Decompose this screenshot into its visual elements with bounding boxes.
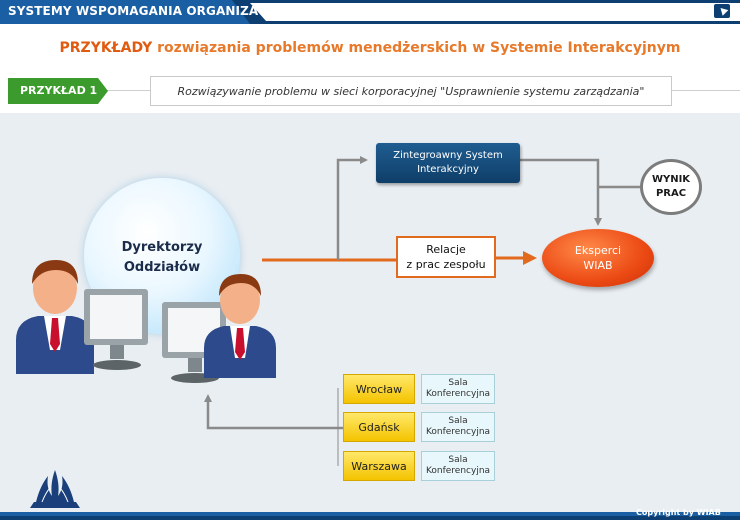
example-subtitle: Rozwiązywanie problemu w sieci korporacy…: [150, 76, 672, 106]
person-icon: [204, 274, 276, 378]
room-line2: Konferencyjna: [425, 466, 491, 476]
integrated-system-line2: Interakcyjny: [417, 164, 479, 175]
city-box: Gdańsk: [343, 412, 415, 442]
header-right-strip: [250, 3, 740, 21]
room-line2: Konferencyjna: [425, 389, 491, 399]
room-line1: Sala: [448, 455, 468, 465]
room-line1: Sala: [448, 416, 468, 426]
relations-line2: z prac zespołu: [406, 258, 486, 271]
result-circle: WYNIK PRAC: [640, 159, 702, 215]
relations-line1: Relacje: [426, 243, 466, 256]
directors-label-line2: Oddziałów: [123, 260, 201, 275]
relations-box: Relacje z prac zespołu: [396, 236, 496, 278]
page-title-rest: rozwiązania problemów menedżerskich w Sy…: [152, 40, 681, 56]
conference-room-box: Sala Konferencyjna: [421, 412, 495, 442]
header-bar: SYSTEMY WSPOMAGANIA ORGANIZACJI: [0, 0, 740, 24]
result-line2: PRAC: [655, 188, 687, 199]
room-line1: Sala: [448, 378, 468, 388]
room-line2: Konferencyjna: [425, 427, 491, 437]
example-badge-label: PRZYKŁAD 1: [20, 84, 98, 97]
experts-line2: WIAB: [583, 259, 613, 272]
footer-bar-shadow: [0, 516, 740, 520]
directors-label-line1: Dyrektorzy: [121, 240, 203, 255]
integrated-system-line1: Zintegroawny System: [393, 150, 503, 161]
wiab-logo: [30, 470, 80, 508]
example-badge: PRZYKŁAD 1: [8, 78, 108, 104]
page-title-lead: PRZYKŁADY: [59, 40, 153, 56]
person-icon: [16, 260, 94, 374]
conference-room-box: Sala Konferencyjna: [421, 374, 495, 404]
experts-line1: Eksperci: [574, 244, 622, 257]
copyright-text: Copyright by WIAB: [636, 508, 721, 517]
rooms-to-directors-line: [204, 394, 343, 430]
system-to-experts-line: [520, 158, 602, 226]
city-box: Wrocław: [343, 374, 415, 404]
integrated-system-box: Zintegroawny System Interakcyjny: [376, 143, 520, 183]
header-title: SYSTEMY WSPOMAGANIA ORGANIZACJI: [8, 4, 277, 18]
monitor-icon: [84, 289, 148, 370]
header-tab: [0, 0, 250, 24]
result-line1: WYNIK: [651, 174, 691, 185]
city-box: Warszawa: [343, 451, 415, 481]
corner-arrow-icon[interactable]: [714, 4, 730, 18]
directors-label: Dyrektorzy Oddziałów: [112, 238, 212, 278]
conference-room-box: Sala Konferencyjna: [421, 451, 495, 481]
directors-to-system-line: [336, 156, 368, 260]
page-title: PRZYKŁADY rozwiązania problemów menedżer…: [0, 40, 740, 56]
experts-ellipse: Eksperci WIAB: [542, 229, 654, 287]
